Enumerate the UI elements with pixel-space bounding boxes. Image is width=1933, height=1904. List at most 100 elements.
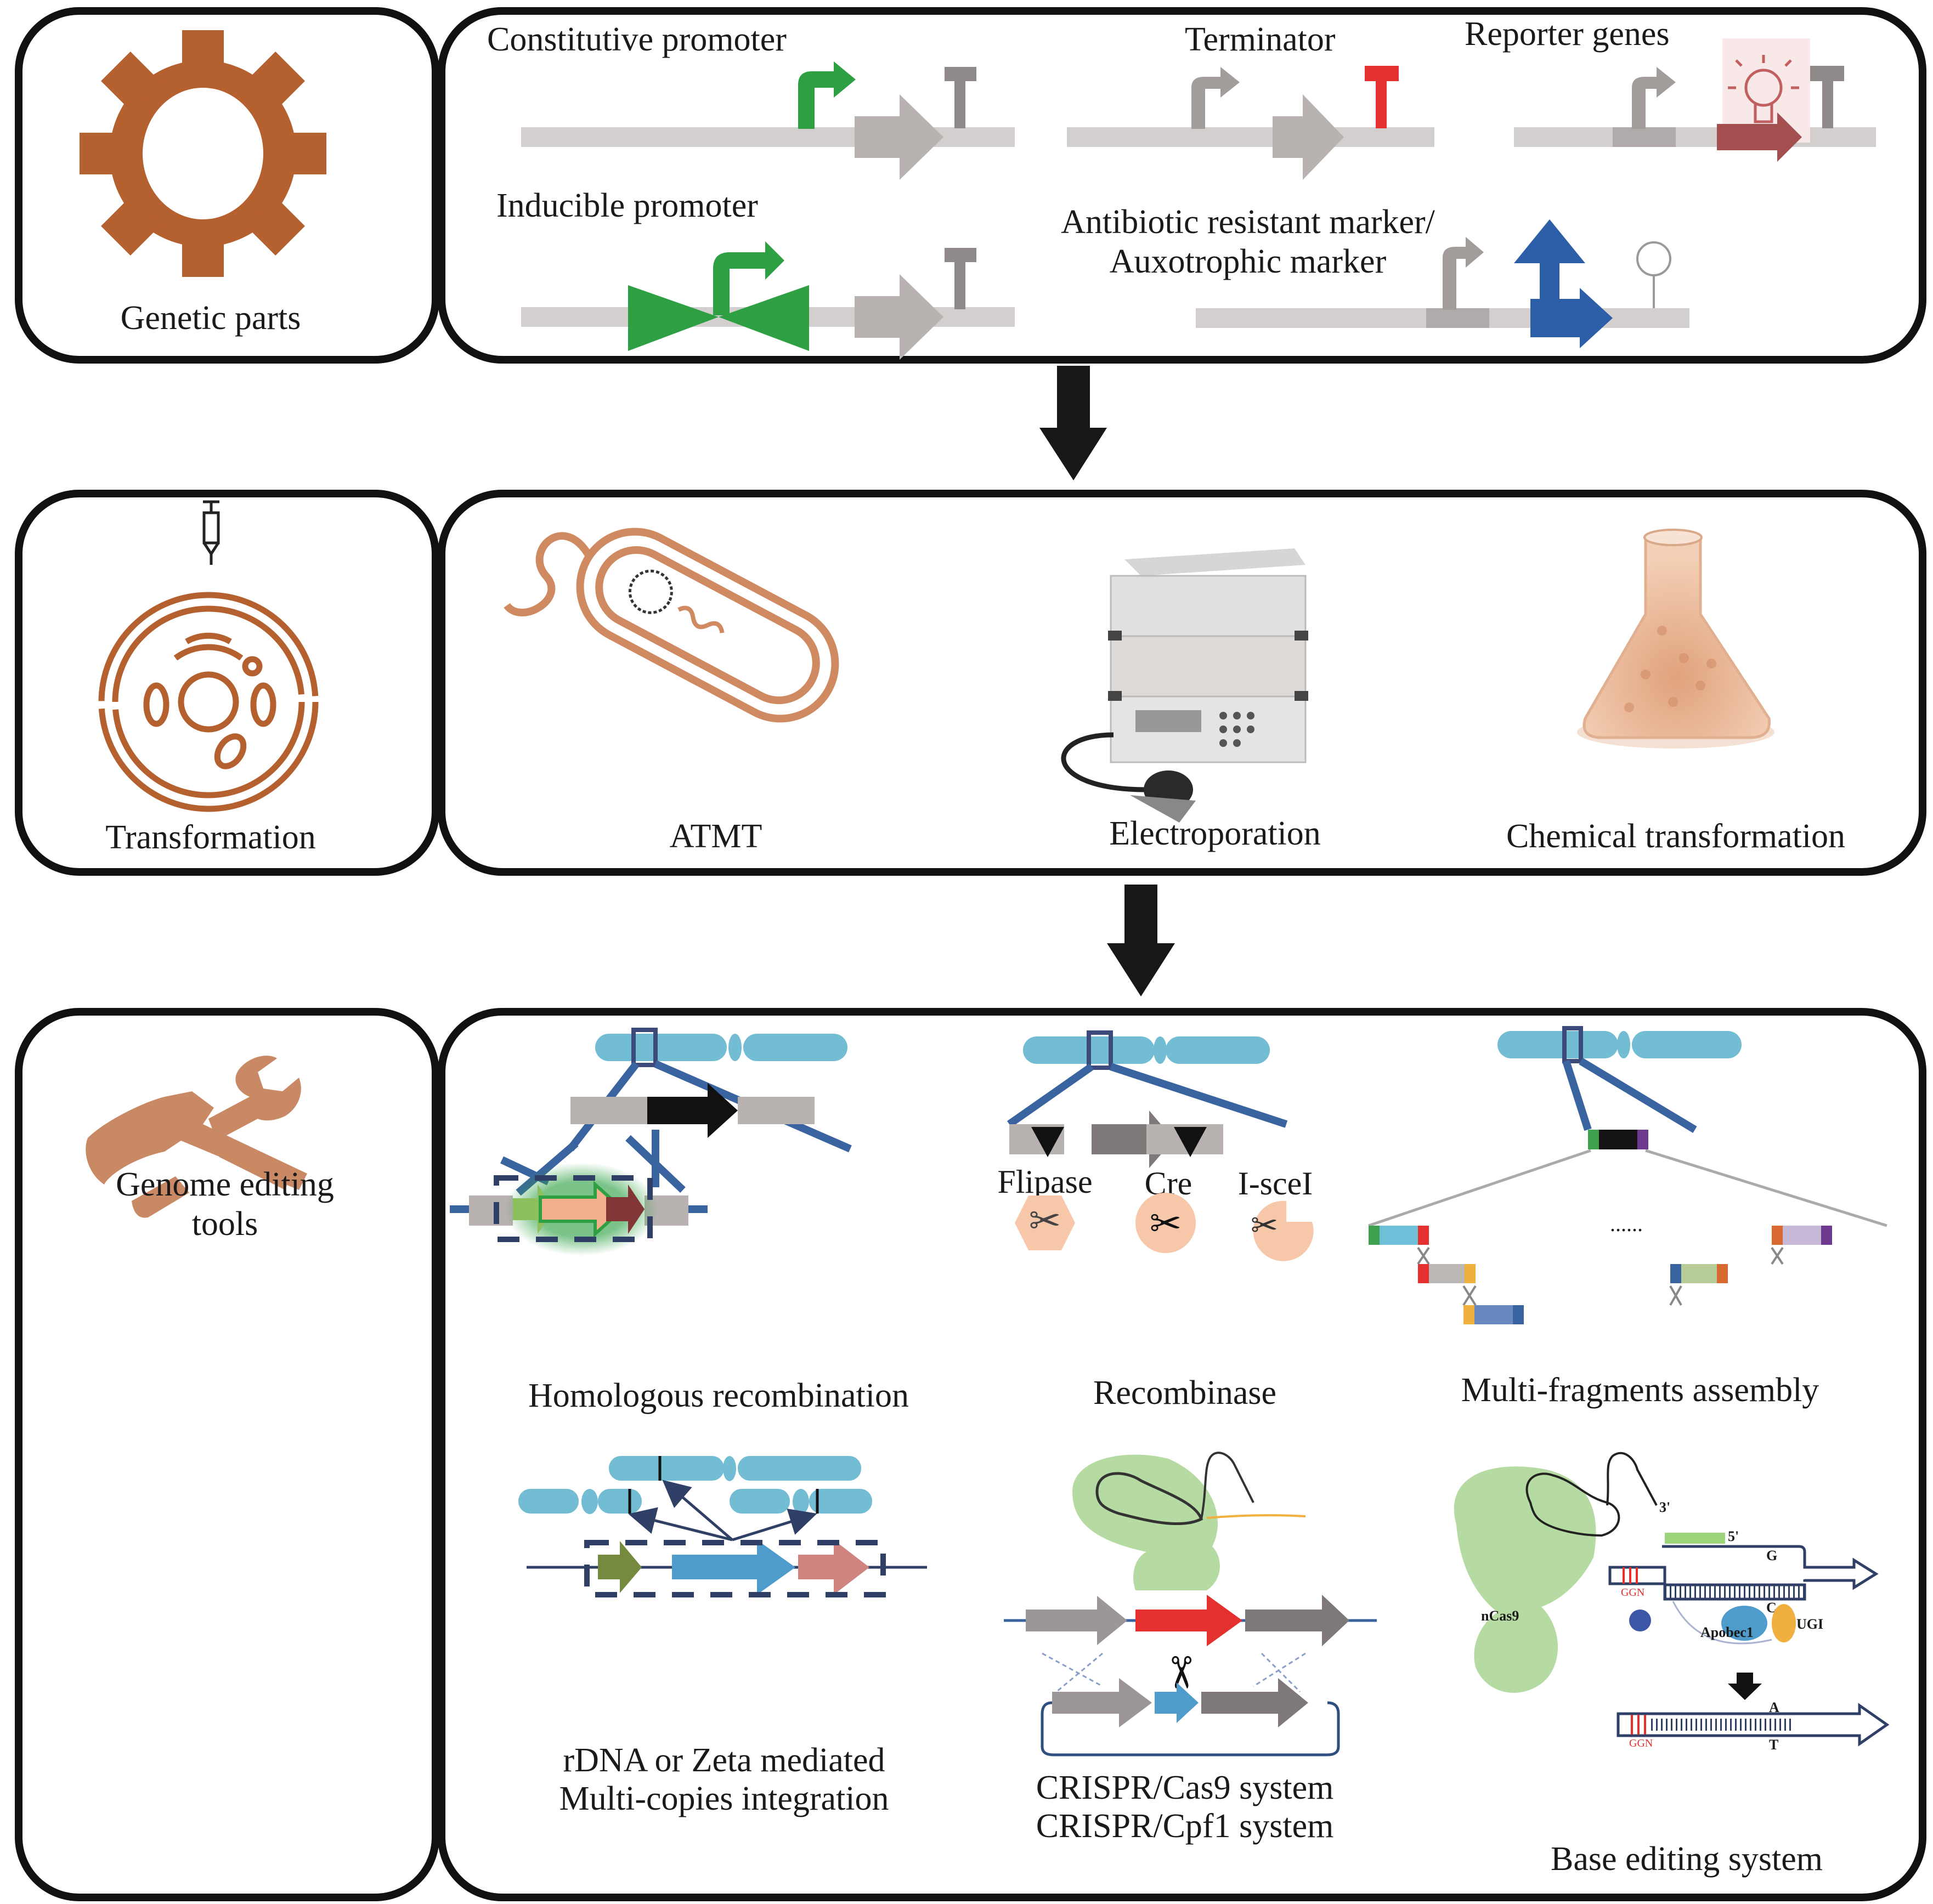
part-terminator: Terminator [1067,21,1434,180]
cas-protein-icon [1072,1454,1220,1590]
svg-text:✂: ✂ [1251,1206,1278,1245]
pam-label: GGN [1621,1586,1644,1599]
target-gene-arrow-icon [647,1083,738,1138]
tool-label-line2: CRISPR/Cpf1 system [1036,1807,1334,1845]
method-label: Chemical transformation [1506,818,1845,855]
lightbulb-icon [1728,55,1799,123]
part-label: Terminator [1185,21,1336,58]
tool-homologous-recombination: Homologous recombination [450,1028,909,1414]
result-arrow-icon [1728,1673,1762,1700]
tool-label-line1: CRISPR/Cas9 system [1036,1769,1334,1806]
tool-crispr: ✂ CRISPR/Cas9 system CRISPR/Cpf1 system [1004,1452,1377,1845]
guide-rna-icon [1525,1472,1620,1537]
ncas9-protein-icon [1454,1466,1596,1693]
part-constitutive-promoter: Constitutive promoter [487,21,1015,180]
method-label: Electroporation [1109,815,1321,852]
chromosome-icon [1497,1026,1742,1063]
category-panel-genome-editing [15,1008,439,1901]
apobec1-domain [1721,1606,1767,1641]
edited-base-a-label: A [1769,1699,1779,1715]
row-transformation: Transformation ATMT [15,490,1926,876]
three-prime-label: 3' [1659,1499,1670,1515]
base-g-label: G [1766,1548,1777,1563]
promoter-arrow-icon [1632,67,1676,129]
enzyme-label-flipase: Flipase [997,1164,1092,1200]
i-scei-scissors-icon: ✂ [1251,1200,1314,1261]
edited-dna-icon [1617,1703,1890,1747]
promoter-arrow-icon [713,241,784,315]
tool-label: Multi-fragments assembly [1461,1372,1819,1409]
marker-gene-arrow-icon [1530,288,1613,348]
method-label: ATMT [670,818,762,855]
nuclease-domain [1629,1610,1651,1631]
inducible-promoter-icon [628,285,809,351]
gene-arrow-icon [855,274,943,360]
svg-text:✂: ✂ [1150,1201,1182,1246]
category-label: Transformation [105,819,315,856]
category-label-line1: Genome editing [116,1166,334,1203]
tool-label: Base editing system [1551,1840,1823,1878]
part-label: Inducible promoter [496,187,758,224]
part-label: Reporter genes [1465,15,1670,53]
enzyme-label-i-scei: I-sceI [1238,1165,1313,1202]
part-reporter-genes: Reporter genes [1465,15,1876,162]
chromosome-icon [1023,1030,1270,1070]
ugi-label: UGI [1796,1616,1823,1632]
fragment-4 [1670,1264,1728,1283]
method-chemical-transformation: Chemical transformation [1506,529,1845,855]
reporter-gene-arrow-icon [1717,112,1802,162]
part-selection-marker: Antibiotic resistant marker/ Auxotrophic… [1061,203,1689,348]
ellipsis: ...... [1610,1211,1643,1236]
chromosome-icon [730,1489,872,1514]
fragment-2 [1418,1264,1476,1283]
hammer-wrench-icon [86,1056,307,1218]
gear-icon [80,30,326,277]
chromosome-icon [609,1456,861,1481]
edited-base-t-label: T [1769,1737,1778,1753]
promoter-arrow-icon [798,61,856,129]
svg-text:✂: ✂ [1029,1198,1061,1243]
bacterium-icon [504,528,839,723]
terminator-hairpin-icon [1636,241,1671,308]
tool-multi-copies-integration: rDNA or Zeta mediated Multi-copies integ… [518,1456,927,1817]
tool-multi-fragments-assembly: ...... Multi-fragments assembly [1368,1026,1887,1409]
part-label-line1: Antibiotic resistant marker/ [1061,203,1435,241]
row-genome-editing-tools: Genome editing tools [15,1008,1926,1901]
tool-label-line2: Multi-copies integration [559,1780,889,1817]
method-atmt: ATMT [504,528,839,855]
tool-label: Homologous recombination [528,1377,909,1414]
flow-down-arrow-icon [1107,885,1175,996]
tool-label-line1: rDNA or Zeta mediated [563,1742,885,1779]
tool-label: Recombinase [1093,1374,1276,1412]
fragment-5 [1772,1226,1832,1245]
terminator-icon [945,67,976,128]
flow-down-arrow-icon [1039,366,1107,480]
category-label-line2: tools [192,1205,258,1243]
five-prime-label: 5' [1728,1528,1739,1544]
gene-arrow-icon [855,94,943,180]
marker-up-arrow-icon [1514,219,1585,299]
promoter-arrow-icon [1191,67,1240,129]
scissors-icon: ✂ [1155,1654,1206,1691]
electroporator-icon [1061,548,1308,823]
base-c-label: C [1766,1600,1777,1616]
plasmid-backbone [1041,1701,1340,1756]
part-label: Constitutive promoter [487,21,787,58]
cre-scissors-icon: ✂ [1135,1193,1196,1253]
syringe-icon [202,500,220,565]
tool-base-editing: nCas9 3' 5' GGN G C UGI Apobec1 GGN [1454,1452,1890,1878]
apobec1-label: Apobec1 [1700,1624,1754,1640]
ncas9-label: nCas9 [1481,1608,1519,1624]
gene-arrow-icon [1273,94,1344,180]
terminator-icon [945,248,976,309]
ugi-domain [1772,1604,1796,1642]
terminator-icon [1365,66,1399,128]
method-electroporation: Electroporation [1061,548,1321,852]
row-genetic-parts: Genetic parts Constitutive promoter Term… [15,7,1926,364]
fragment-1 [1369,1226,1429,1245]
terminator-icon [1810,66,1844,128]
tool-recombinase: Flipase Cre I-sceI ✂ ✂ ✂ Recombinase [997,1030,1314,1412]
content-panel-genome-editing [438,1008,1926,1901]
chromosome-icon [595,1028,847,1067]
